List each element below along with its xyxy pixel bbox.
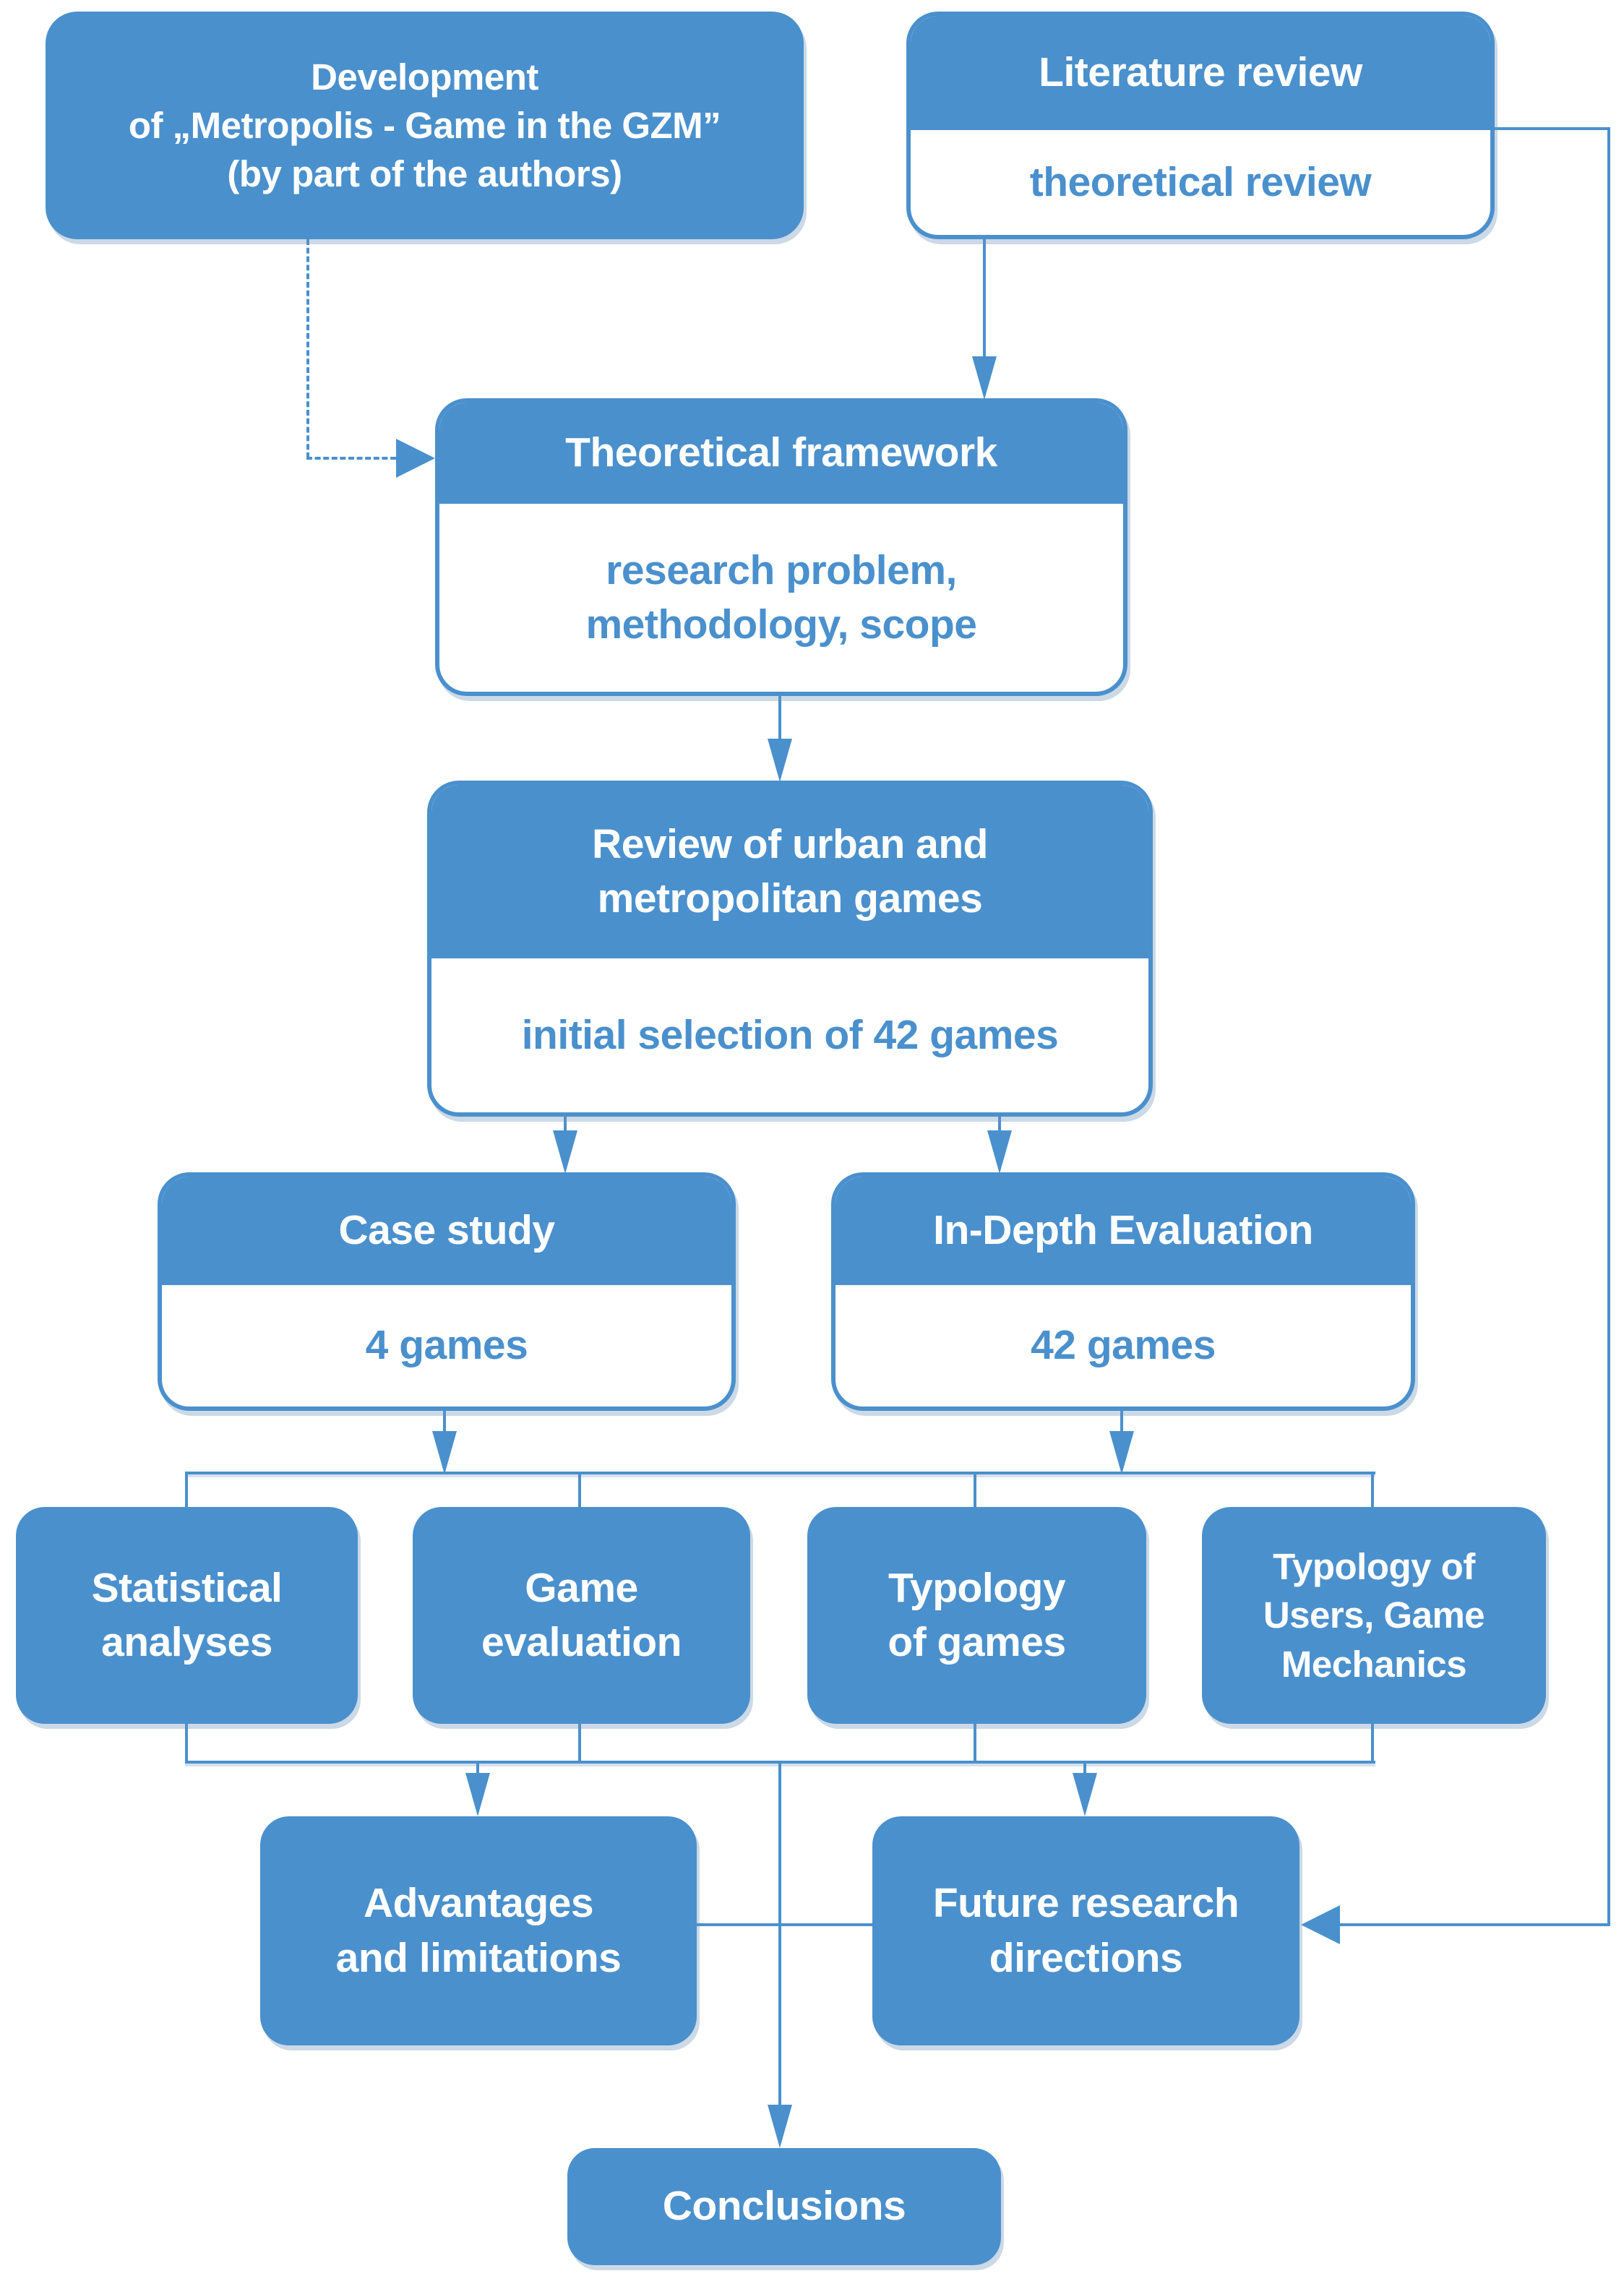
node-in-depth-evaluation-body: 42 games xyxy=(835,1285,1411,1407)
node-game-evaluation: Game evaluation xyxy=(413,1507,750,1724)
arrowhead-down-icon xyxy=(465,1773,490,1816)
node-case-study-header: Case study xyxy=(162,1177,731,1285)
bus-rise-typology-users xyxy=(1371,1724,1374,1761)
bus-line-upper xyxy=(185,1472,1375,1474)
connector-literature-to-theoretical xyxy=(983,239,986,356)
connector-advantages-to-future xyxy=(697,1923,872,1926)
connector-in-depth-to-bus xyxy=(1120,1411,1123,1431)
node-advantages-limitations-label: Advantages and limitations xyxy=(335,1880,622,1981)
node-theoretical-framework-body: research problem, methodology, scope xyxy=(439,504,1123,692)
node-development-label: Development of „Metropolis - Game in the… xyxy=(128,56,721,195)
arrowhead-down-icon xyxy=(768,739,792,782)
arrowhead-down-icon xyxy=(432,1431,457,1474)
node-review-of-games-body: initial selection of 42 games xyxy=(431,958,1148,1112)
connector-bus-to-conclusions xyxy=(778,1764,781,2105)
connector-bus-to-advantages xyxy=(476,1764,479,1773)
node-game-evaluation-label: Game evaluation xyxy=(481,1564,682,1665)
node-case-study: Case study 4 games xyxy=(158,1172,736,1411)
node-future-research-label: Future research directions xyxy=(932,1880,1240,1981)
node-conclusions-label: Conclusions xyxy=(662,2183,906,2230)
arrowhead-down-icon xyxy=(972,356,997,400)
connector-bus-to-future xyxy=(1083,1764,1086,1773)
node-future-research: Future research directions xyxy=(872,1816,1299,2045)
node-review-of-games: Review of urban and metropolitan games i… xyxy=(427,781,1153,1117)
node-in-depth-evaluation-subtitle: 42 games xyxy=(1031,1322,1216,1369)
node-in-depth-evaluation: In-Depth Evaluation 42 games xyxy=(831,1172,1415,1411)
node-typology-of-users: Typology of Users, Game Mechanics xyxy=(1202,1507,1546,1724)
connector-case-study-to-bus xyxy=(443,1411,446,1431)
node-statistical-analyses: Statistical analyses xyxy=(16,1507,358,1724)
node-theoretical-framework: Theoretical framework research problem, … xyxy=(435,398,1127,696)
node-typology-of-users-label: Typology of Users, Game Mechanics xyxy=(1263,1546,1485,1685)
arrowhead-left-icon xyxy=(1301,1905,1340,1944)
bus-drop-game-evaluation xyxy=(578,1474,581,1507)
bus-rise-game-evaluation xyxy=(578,1724,581,1761)
dashed-connector-development-vertical xyxy=(306,239,309,458)
node-statistical-analyses-label: Statistical analyses xyxy=(91,1564,283,1665)
node-literature-review: Literature review theoretical review xyxy=(906,12,1495,239)
connector-right-edge-to-future xyxy=(1339,1923,1610,1926)
node-literature-review-body: theoretical review xyxy=(911,130,1490,235)
bus-line-lower xyxy=(185,1761,1375,1764)
bus-drop-typology-games xyxy=(974,1474,976,1507)
node-case-study-subtitle: 4 games xyxy=(365,1322,528,1369)
connector-review-to-case-study xyxy=(564,1117,567,1130)
arrowhead-down-icon xyxy=(768,2105,792,2148)
bus-drop-statistical xyxy=(185,1474,188,1507)
arrowhead-down-icon xyxy=(1109,1431,1134,1474)
arrowhead-down-icon xyxy=(553,1130,577,1174)
node-advantages-limitations: Advantages and limitations xyxy=(260,1816,697,2045)
connector-review-to-in-depth xyxy=(998,1117,1001,1130)
arrowhead-right-icon xyxy=(396,439,435,478)
connector-literature-to-right-edge xyxy=(1495,127,1610,130)
arrowhead-down-icon xyxy=(987,1130,1012,1174)
dashed-connector-development-horizontal xyxy=(306,457,396,460)
node-case-study-title: Case study xyxy=(338,1207,555,1254)
node-case-study-body: 4 games xyxy=(162,1285,731,1407)
arrowhead-down-icon xyxy=(1073,1773,1097,1816)
bus-rise-statistical xyxy=(185,1724,188,1761)
node-theoretical-framework-title: Theoretical framework xyxy=(565,429,997,476)
node-theoretical-framework-subtitle: research problem, methodology, scope xyxy=(585,546,978,648)
node-literature-review-title: Literature review xyxy=(1039,49,1362,96)
node-in-depth-evaluation-title: In-Depth Evaluation xyxy=(933,1207,1313,1254)
connector-theoretical-to-review xyxy=(778,696,781,739)
node-review-of-games-subtitle: initial selection of 42 games xyxy=(521,1011,1059,1058)
node-theoretical-framework-header: Theoretical framework xyxy=(439,403,1123,504)
node-typology-of-games-label: Typology of games xyxy=(888,1564,1066,1665)
node-development: Development of „Metropolis - Game in the… xyxy=(46,12,804,239)
node-conclusions: Conclusions xyxy=(567,2148,1001,2265)
bus-rise-typology-games xyxy=(974,1724,976,1761)
node-review-of-games-header: Review of urban and metropolitan games xyxy=(431,785,1148,958)
node-literature-review-subtitle: theoretical review xyxy=(1029,158,1372,205)
node-review-of-games-title: Review of urban and metropolitan games xyxy=(592,820,988,922)
connector-right-edge-vertical xyxy=(1607,127,1610,1926)
node-typology-of-games: Typology of games xyxy=(807,1507,1146,1724)
bus-drop-typology-users xyxy=(1371,1474,1374,1507)
node-in-depth-evaluation-header: In-Depth Evaluation xyxy=(835,1177,1411,1285)
node-literature-review-header: Literature review xyxy=(911,16,1490,130)
